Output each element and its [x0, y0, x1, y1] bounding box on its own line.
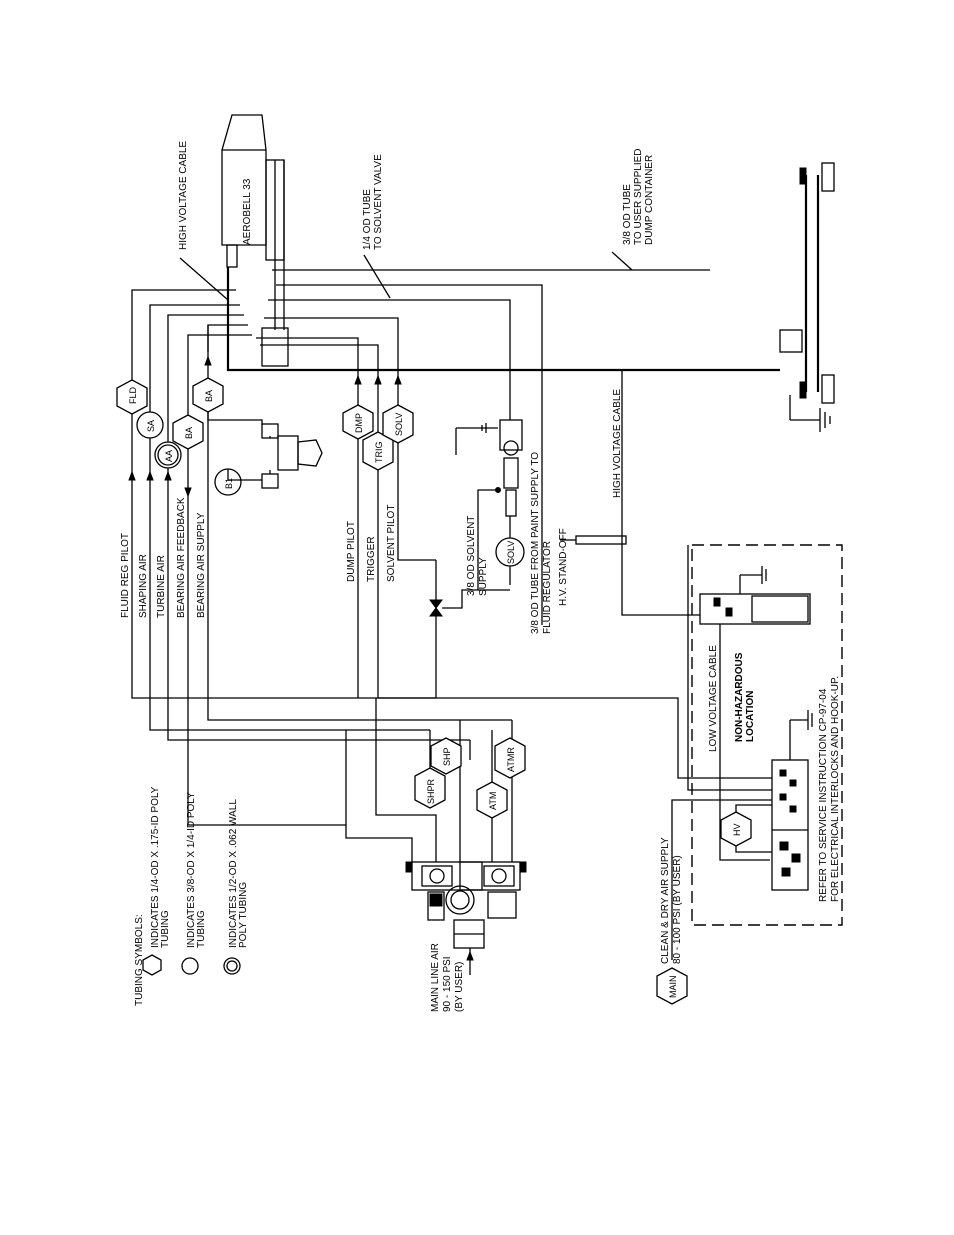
- dump-tube-label-3: DUMP CONTAINER: [644, 155, 655, 245]
- atmr-tag: [494, 737, 526, 779]
- ba-tag-text: BA: [184, 427, 194, 439]
- air-manifold: [405, 861, 527, 975]
- main-tag-text: MAIN: [668, 976, 678, 999]
- aerobell-atomizer: [221, 114, 285, 330]
- sym2-text-2: TUBING: [196, 910, 207, 948]
- hv-controller: [699, 566, 811, 625]
- b1-tag-text: B1: [224, 478, 234, 489]
- fluid-reg-pilot-label: FLUID REG PILOT: [120, 533, 131, 618]
- bearing-air-regulator: [207, 412, 323, 489]
- solvent-tube-label-2: TO SOLVENT VALVE: [373, 154, 384, 250]
- fluid-to-panel: [687, 545, 772, 791]
- trigger-to-panel: [520, 697, 772, 779]
- low-voltage-cable-label: LOW VOLTAGE CABLE: [708, 645, 719, 752]
- solv-mid-tag-text: SOLV: [506, 541, 516, 564]
- hv-tag-text: HV: [732, 823, 742, 836]
- bell-manifold: [261, 327, 289, 367]
- trig-tag-text: TRIG: [374, 442, 384, 464]
- shpr-tag-text: SHPR: [426, 778, 436, 804]
- sa-tag: [136, 411, 164, 439]
- dump-tube-label-1: 3/8 OD TUBE: [622, 184, 633, 245]
- shpr-tag: [414, 767, 446, 809]
- aa-tag-text: AA: [164, 450, 174, 462]
- ba-tag: [172, 414, 204, 450]
- non-hazardous-label-1: NON-HAZARDOUS: [734, 652, 745, 742]
- hv-standoff: [575, 535, 627, 545]
- atm-tag: [476, 781, 508, 819]
- main-line-label-1: MAIN LINE AIR: [430, 943, 441, 1012]
- solvent-pilot-valve: [429, 560, 510, 698]
- tubing-bundle: [131, 269, 710, 741]
- hex-symbol: [142, 954, 162, 976]
- paint-supply-label-1: 3/8 OD TUBE FROM PAINT SUPPLY TO: [530, 452, 541, 634]
- trigger-label: TRIGGER: [366, 536, 377, 582]
- aerobell-label: AEROBELL 33: [242, 178, 253, 245]
- refer-label-1: REFER TO SERVICE INSTRUCTION CP-97-04: [818, 688, 829, 902]
- hv-cable-mid-label: HIGH VOLTAGE CABLE: [612, 389, 623, 498]
- refer-label-2: FOR ELECTRICAL INTERLOCKS AND HOOK-UP.: [830, 676, 841, 902]
- dmp-tag: [342, 404, 374, 440]
- bearing-feedback-label: BEARING AIR FEEDBACK: [176, 497, 187, 618]
- solvent-supply-label-2: SUPPLY: [478, 557, 489, 596]
- fld-tag: [116, 379, 148, 415]
- hv-cable-top-label: HIGH VOLTAGE CABLE: [178, 141, 189, 250]
- sym1-text-2: TUBING: [160, 910, 171, 948]
- clean-air-line: [671, 799, 772, 960]
- ba-top-tag-text: BA: [204, 390, 214, 402]
- dmp-tag-text: DMP: [354, 413, 364, 433]
- bearing-supply-label: BEARING AIR SUPPLY: [196, 512, 207, 618]
- circle-symbol: [181, 957, 199, 975]
- paint-supply-label-2: FLUID REGULATOR: [542, 541, 553, 634]
- low-voltage-cable: [719, 624, 770, 861]
- sym1-text-1: INDICATES 1/4-OD X .175-ID POLY: [150, 786, 161, 948]
- solv-top-tag: [382, 404, 414, 444]
- tubing-symbols-legend: TUBING SYMBOLS: INDICATES 1/4-OD X .175-…: [134, 786, 249, 1006]
- shaping-air-label: SHAPING AIR: [138, 554, 149, 618]
- dump-tube-label-2: TO USER SUPPLIED: [633, 148, 644, 245]
- fld-tag-text: FLD: [128, 386, 138, 404]
- double-circle-symbol: [223, 957, 241, 975]
- clean-air-label-2: 80 - 100 PSI (BY USER): [672, 855, 683, 964]
- sym3-text-1: INDICATES 1/2-OD X .062 WALL: [228, 799, 239, 948]
- solvent-supply-label-1: 3/8 OD SOLVENT: [466, 516, 477, 596]
- main-line-label-2: 90 - 150 PSI: [442, 956, 453, 1012]
- hv-cable-line: [226, 267, 780, 372]
- hv-standoff-label: H.V. STAND-OFF: [558, 528, 569, 606]
- solvent-pilot-label: SOLVENT PILOT: [386, 505, 397, 582]
- dump-pilot-label: DUMP PILOT: [346, 521, 357, 582]
- shp-tag-text: SHP: [442, 747, 452, 766]
- turbine-air-label: TURBINE AIR: [156, 555, 167, 618]
- non-hazardous-label-2: LOCATION: [745, 691, 756, 742]
- tubing-symbols-title: TUBING SYMBOLS:: [134, 914, 145, 1006]
- atmr-tag-text: ATMR: [506, 747, 516, 772]
- mount-stand: [779, 162, 835, 432]
- sym2-text-1: INDICATES 3/8-OD X 1/4-ID POLY: [186, 792, 197, 948]
- sym3-text-2: POLY TUBING: [238, 882, 249, 948]
- main-line-label-3: (BY USER): [454, 962, 465, 1012]
- main-tag: [656, 967, 688, 1005]
- sa-tag-text: SA: [146, 420, 156, 432]
- aa-tag: [154, 441, 182, 469]
- flow-arrows: [128, 355, 402, 498]
- atm-tag-text: ATM: [488, 792, 498, 810]
- solv-top-tag-text: SOLV: [394, 413, 404, 436]
- solvent-valve: [455, 419, 523, 590]
- shp-tag: [430, 737, 462, 775]
- solvent-tube-label-1: 1/4 OD TUBE: [362, 189, 373, 250]
- main-control-panel: [771, 710, 813, 891]
- clean-air-label-1: CLEAN & DRY AIR SUPPLY: [660, 837, 671, 964]
- non-hazardous-enclosure: [691, 544, 843, 926]
